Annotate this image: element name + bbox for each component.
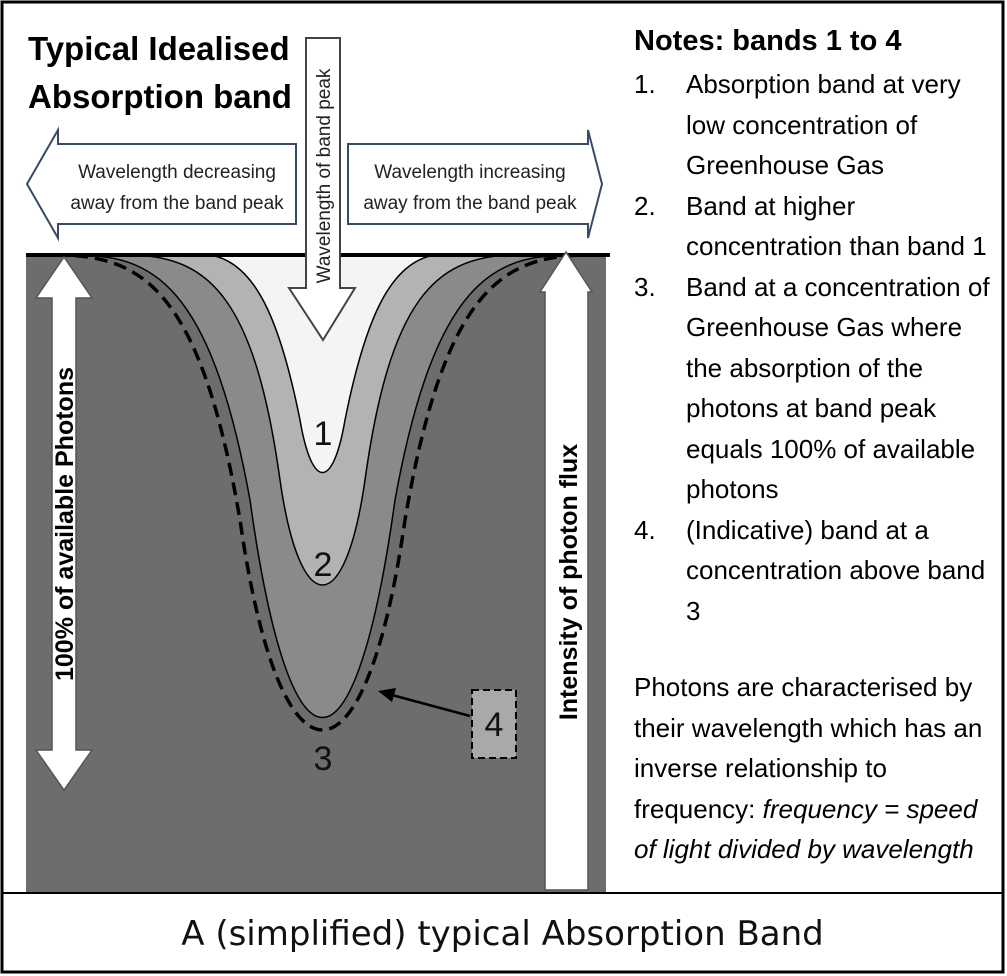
right-axis-label: Intensity of photon flux (555, 444, 583, 720)
note-text: Absorption band at very low concentratio… (686, 69, 961, 180)
note-item-4: 4. (Indicative) band at a concentration … (634, 510, 999, 632)
note-item-1: 1. Absorption band at very low concentra… (634, 64, 999, 186)
band-3-label: 3 (314, 740, 333, 778)
note-item-2: 2. Band at higher concentration than ban… (634, 186, 999, 267)
band-4-pointer-line (391, 693, 471, 718)
left-vertical-double-arrow (34, 255, 94, 792)
note-text: Band at higher concentration than band 1 (686, 190, 987, 262)
band-4-dashed-line (54, 253, 591, 732)
band-2-label: 2 (314, 546, 333, 584)
notes-panel: Notes: bands 1 to 4 1. Absorption band a… (634, 24, 999, 870)
notes-heading: Notes: bands 1 to 4 (634, 25, 902, 57)
down-arrow (287, 37, 357, 342)
right-vertical-arrow (538, 250, 594, 891)
photon-text: Photons are characterised by their wavel… (634, 672, 983, 824)
band-1-region (209, 254, 436, 473)
down-arrow-label: Wavelength of band peak (314, 68, 335, 283)
band-4-callout-box (471, 689, 517, 759)
note-text: Band at a concentration of Greenhouse Ga… (686, 271, 990, 505)
right-arrow-label-1: Wavelength increasing (374, 162, 566, 183)
note-number: 1. (634, 69, 656, 99)
note-number: 4. (634, 514, 656, 545)
title-line-2: Absorption band (28, 78, 292, 115)
left-horizontal-arrow (25, 126, 297, 242)
photon-formula: frequency = speed of light divided by wa… (634, 793, 978, 865)
band-1-label: 1 (314, 415, 333, 453)
right-horizontal-arrow (347, 129, 604, 239)
note-number: 3. (634, 271, 656, 302)
note-item-3: 3. Band at a concentration of Greenhouse… (634, 267, 999, 510)
note-number: 2. (634, 190, 656, 221)
photon-paragraph: Photons are characterised by their wavel… (634, 667, 999, 870)
right-arrow-label-2: away from the band peak (363, 193, 577, 214)
figure-caption: A (simplified) typical Absorption Band (2, 892, 1003, 974)
left-axis-label: 100% of available Photons (51, 367, 79, 681)
band-4-label: 4 (485, 706, 504, 744)
left-arrow-label-2: away from the band peak (70, 193, 284, 214)
band-4-pointer-head (378, 688, 396, 702)
title-line-1: Typical Idealised (28, 30, 290, 67)
note-text: (Indicative) band at a concentration abo… (686, 514, 986, 626)
left-arrow-label-1: Wavelength decreasing (78, 162, 276, 183)
